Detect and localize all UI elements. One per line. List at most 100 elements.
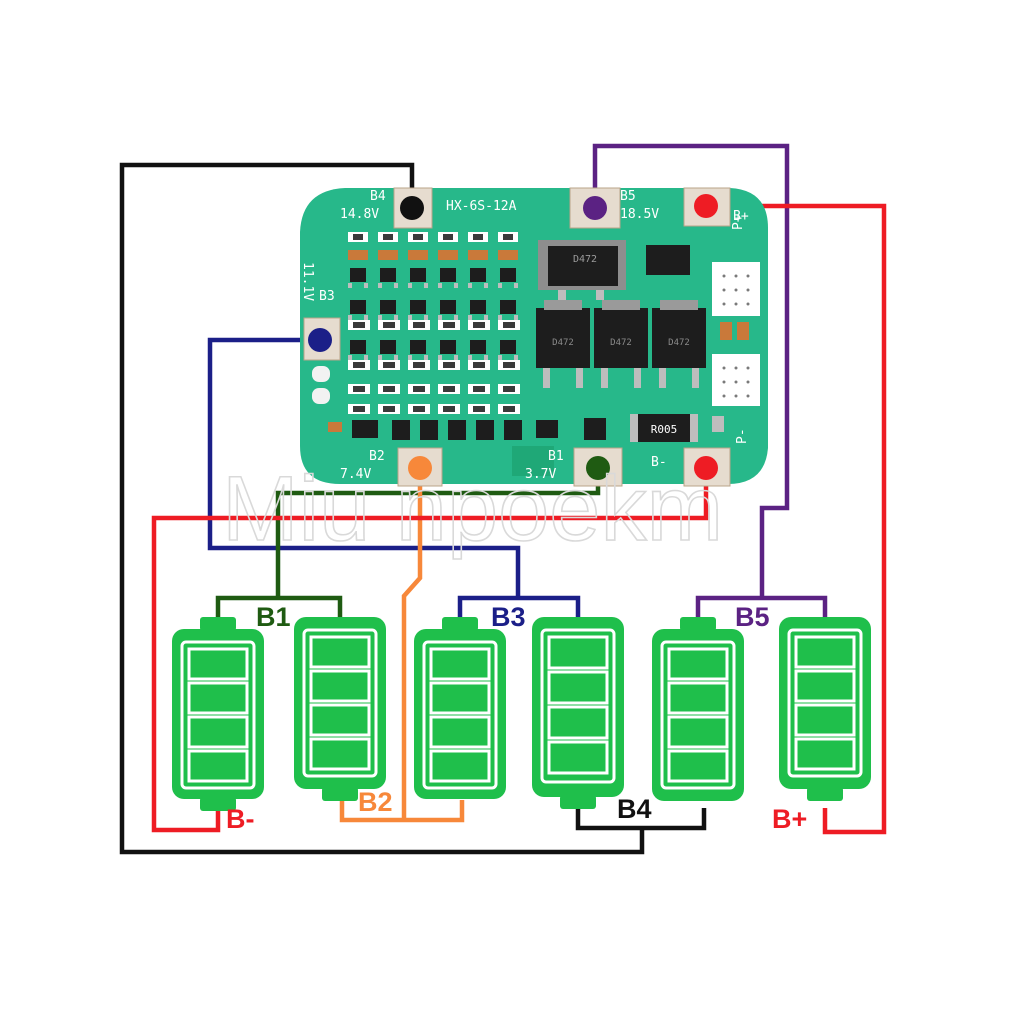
smd-part bbox=[712, 416, 724, 432]
smd-pin bbox=[408, 355, 412, 360]
capacitor bbox=[737, 322, 749, 340]
smd-chip bbox=[380, 300, 396, 314]
smd-pin bbox=[514, 355, 518, 360]
smd-resistor-body bbox=[353, 234, 363, 240]
smd-chip bbox=[380, 268, 396, 282]
pad-b4-voltage: 14.8V bbox=[340, 207, 379, 222]
smd-chip bbox=[536, 420, 558, 438]
smd-resistor-body bbox=[473, 386, 485, 392]
smd-pin bbox=[514, 315, 518, 320]
wire-b-plus bbox=[706, 203, 887, 835]
pad-b2 bbox=[397, 447, 443, 487]
pad-b-plus-wire-dot bbox=[694, 194, 718, 218]
smd-chip bbox=[350, 300, 366, 314]
smd-capacitor bbox=[348, 250, 368, 260]
board-model-label: HX-6S-12A bbox=[446, 199, 517, 214]
smd-chip bbox=[350, 340, 366, 354]
smd-resistor-body bbox=[473, 322, 485, 328]
smd-pin bbox=[348, 355, 352, 360]
board-slot-bottom bbox=[712, 354, 760, 406]
smd-pin bbox=[498, 355, 502, 360]
smd-resistor-body bbox=[383, 362, 395, 368]
mosfet-row: D472 D472 D472 bbox=[536, 300, 706, 388]
smd-resistor-body bbox=[443, 386, 455, 392]
smd-resistor-body bbox=[353, 322, 365, 328]
smd-pin bbox=[378, 355, 382, 360]
watermark: Miu npoekm bbox=[222, 458, 723, 560]
smd-resistor-body bbox=[413, 234, 423, 240]
pad-b2-name: B2 bbox=[369, 449, 385, 464]
smd-chip bbox=[470, 340, 486, 354]
pad-b1-name: B1 bbox=[548, 449, 564, 464]
battery-pack bbox=[172, 617, 871, 811]
pad-b5 bbox=[569, 187, 621, 229]
label-b-plus: B+ bbox=[772, 804, 807, 834]
smd-component-grid bbox=[328, 232, 606, 476]
mosfet-3: D472 bbox=[652, 300, 706, 388]
smd-pin bbox=[454, 283, 458, 288]
smd-resistor-body bbox=[413, 322, 425, 328]
smd-chip bbox=[500, 268, 516, 282]
pad-p-minus-label: P- bbox=[735, 428, 750, 444]
smd-chip bbox=[352, 420, 378, 438]
bracket-b3 bbox=[457, 595, 581, 618]
smd-pin bbox=[424, 355, 428, 360]
pad-b-minus-wire-dot bbox=[694, 456, 718, 480]
smd-resistor-body bbox=[383, 406, 395, 412]
smd-chip bbox=[440, 300, 456, 314]
smd-capacitor bbox=[408, 250, 428, 260]
label-b5: B5 bbox=[735, 602, 770, 632]
wire-b2 bbox=[401, 468, 423, 818]
smd-capacitor bbox=[378, 250, 398, 260]
shunt-resistor: R005 bbox=[630, 414, 698, 442]
pad-b3-wire-dot bbox=[308, 328, 332, 352]
wire-b3 bbox=[207, 337, 521, 596]
pad-b3-name: B3 bbox=[319, 289, 335, 304]
battery-1 bbox=[172, 617, 264, 811]
smd-resistor-body bbox=[353, 362, 365, 368]
smd-pin bbox=[438, 355, 442, 360]
mosfet-1: D472 bbox=[536, 300, 590, 388]
smd-chip bbox=[500, 340, 516, 354]
smd-resistor-body bbox=[383, 234, 393, 240]
battery-6 bbox=[779, 617, 871, 801]
pad-b2-voltage: 7.4V bbox=[340, 467, 371, 482]
bracket-b5 bbox=[695, 595, 828, 618]
smd-pin bbox=[498, 315, 502, 320]
pad-b4-wire-dot bbox=[400, 196, 424, 220]
battery-5 bbox=[652, 617, 744, 801]
smd-resistor-body bbox=[413, 386, 425, 392]
smd-resistor-body bbox=[473, 234, 483, 240]
pad-b-plus bbox=[683, 187, 731, 227]
smd-chip bbox=[350, 268, 366, 282]
smd-chip bbox=[476, 420, 494, 440]
battery-brackets bbox=[215, 595, 828, 831]
smd-pin bbox=[378, 283, 382, 288]
smd-pin bbox=[484, 315, 488, 320]
bms-board: D472 D472 D472 D472 bbox=[300, 187, 768, 487]
smd-pin bbox=[408, 283, 412, 288]
smd-resistor-body bbox=[503, 322, 515, 328]
wire-b-minus bbox=[151, 468, 709, 833]
smd-resistor-body bbox=[443, 322, 455, 328]
smd-chip bbox=[470, 268, 486, 282]
smd-pin bbox=[364, 283, 368, 288]
smd-pin bbox=[438, 315, 442, 320]
svg-text:D472: D472 bbox=[610, 338, 632, 348]
smd-pin bbox=[364, 315, 368, 320]
smd-pin bbox=[454, 355, 458, 360]
smd-resistor-body bbox=[383, 322, 395, 328]
resistor-marking: R005 bbox=[651, 423, 678, 436]
smd-pin bbox=[348, 315, 352, 320]
pad-b4-name: B4 bbox=[370, 189, 386, 204]
battery-3 bbox=[414, 617, 506, 799]
smd-pin bbox=[394, 355, 398, 360]
smd-chip bbox=[410, 300, 426, 314]
smd-resistor-body bbox=[503, 234, 513, 240]
pad-b5-wire-dot bbox=[583, 196, 607, 220]
pad-b-minus-label: B- bbox=[651, 455, 667, 470]
mosfet-top: D472 bbox=[538, 240, 626, 300]
battery-2 bbox=[294, 617, 386, 801]
smd-chip bbox=[584, 418, 606, 440]
